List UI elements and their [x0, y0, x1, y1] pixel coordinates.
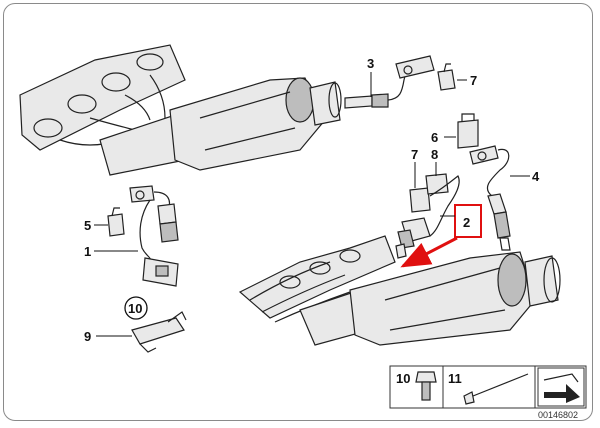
diagram-frame — [3, 3, 593, 421]
bolt-icon — [415, 371, 437, 401]
clip-7-upper — [437, 63, 456, 91]
callout-9: 9 — [84, 329, 91, 344]
legend-item-10-label: 10 — [396, 371, 410, 386]
part-2-highlight-box — [454, 204, 482, 238]
clip-7-middle — [409, 187, 431, 213]
oxygen-sensor-right — [469, 145, 511, 251]
callout-1: 1 — [84, 244, 91, 259]
highlight-arrow — [400, 236, 458, 268]
callout-4: 4 — [532, 169, 540, 184]
legend-item-11-label: 11 — [448, 371, 462, 386]
callout-7-middle: 7 — [411, 147, 418, 162]
callout-10: 10 — [128, 301, 142, 316]
reference-number: 00146802 — [538, 410, 578, 420]
callout-8: 8 — [431, 147, 438, 162]
clip-5 — [107, 207, 125, 237]
oxygen-sensor-1 — [129, 185, 179, 287]
bracket-9 — [131, 311, 187, 353]
callout-6: 6 — [431, 130, 438, 145]
lower-catalytic-converter — [349, 251, 561, 346]
oxygen-sensor-upper-rear — [344, 55, 435, 109]
arrow-shortcut-icon — [537, 367, 585, 407]
callout-10-circle — [124, 296, 148, 320]
callout-2: 2 — [463, 215, 470, 230]
callout-7-upper: 7 — [470, 73, 477, 88]
grommet-6 — [457, 113, 479, 149]
cable-tie-icon — [463, 373, 529, 405]
upper-catalytic-converter — [169, 77, 342, 171]
upper-exhaust-manifold — [19, 44, 186, 176]
holder-8 — [425, 173, 449, 195]
callout-5: 5 — [84, 218, 91, 233]
callout-3: 3 — [367, 56, 374, 71]
